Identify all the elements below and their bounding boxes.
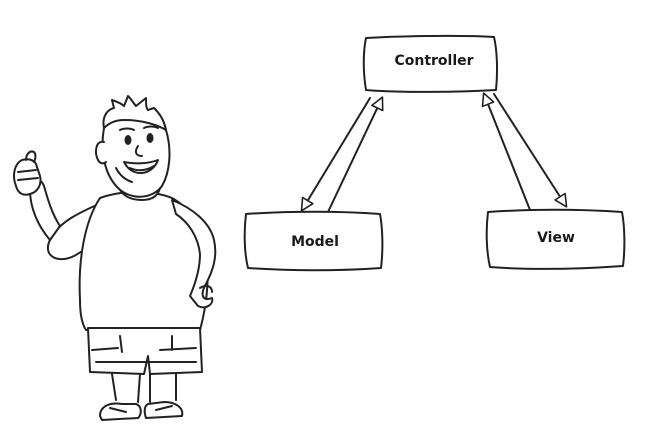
node-view: View	[485, 208, 626, 270]
node-model: Model	[243, 210, 384, 272]
node-label-model: Model	[291, 234, 339, 250]
node-controller: Controller	[362, 34, 499, 93]
edge-model-to-controller	[327, 96, 384, 213]
edge-controller-to-model	[300, 97, 371, 212]
cartoon-presenter-icon	[13, 95, 217, 421]
edge-view-to-controller	[481, 92, 531, 211]
node-label-view: View	[537, 230, 575, 246]
node-label-controller: Controller	[394, 53, 473, 69]
edge-controller-to-view	[493, 93, 568, 208]
